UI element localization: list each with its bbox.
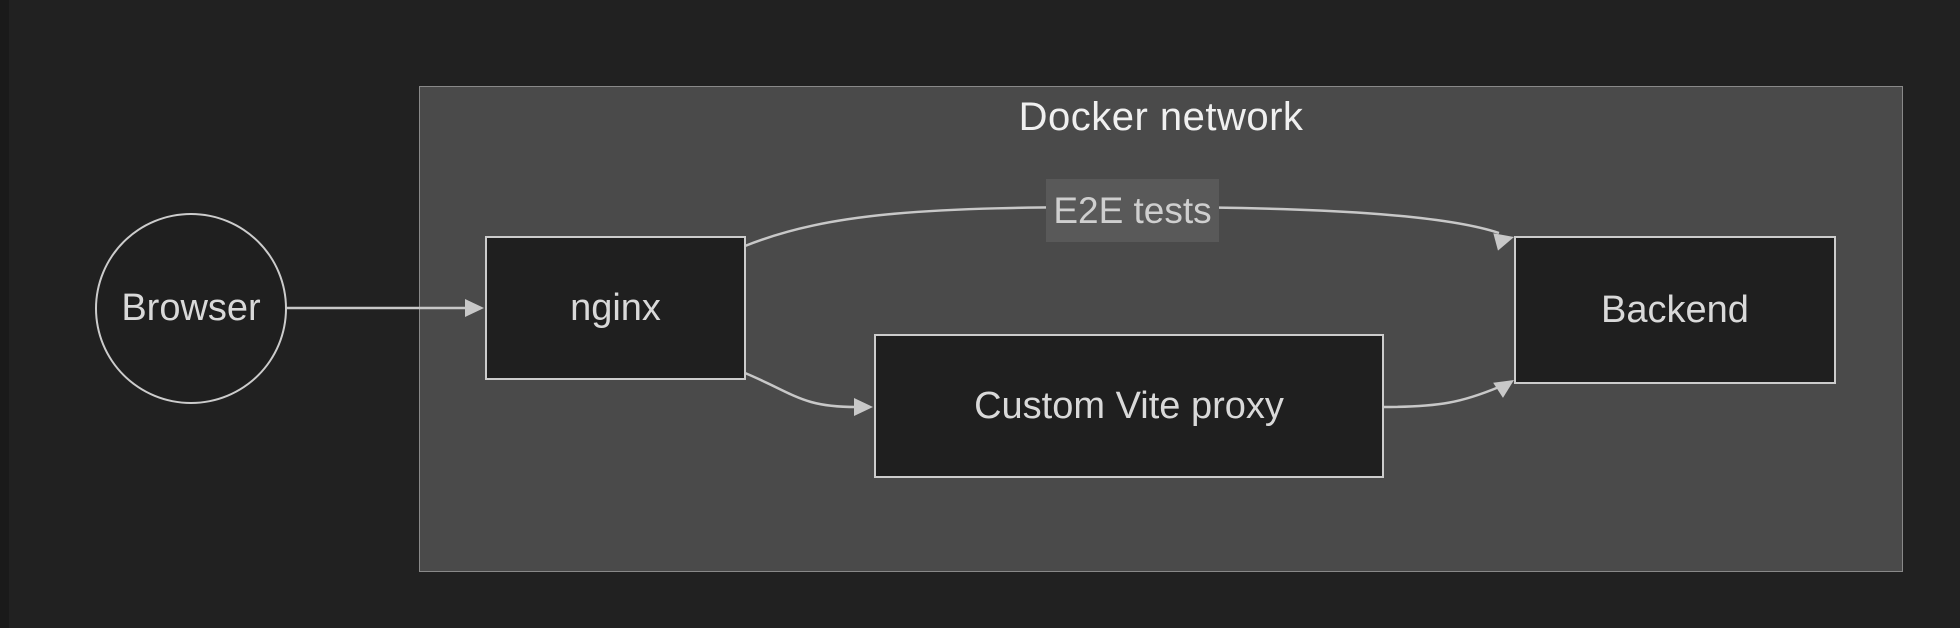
arrowhead-browser-nginx-icon bbox=[465, 299, 484, 317]
window-edge-strip bbox=[0, 0, 9, 628]
edge-nginx-vite bbox=[744, 371, 857, 409]
arrowhead-nginx-vite-icon bbox=[854, 398, 873, 416]
e2e-tests-edge-label-text: E2E tests bbox=[1053, 189, 1212, 231]
e2e-tests-edge-label: E2E tests bbox=[1046, 179, 1219, 242]
nginx-node-label: nginx bbox=[570, 286, 661, 329]
custom-vite-proxy-node-label: Custom Vite proxy bbox=[974, 384, 1284, 427]
nginx-node: nginx bbox=[485, 236, 746, 380]
backend-node-label: Backend bbox=[1601, 288, 1749, 331]
arrowhead-nginx-backend-icon bbox=[1493, 233, 1514, 251]
backend-node: Backend bbox=[1514, 236, 1836, 384]
browser-node: Browser bbox=[95, 213, 287, 404]
edge-vite-backend bbox=[1383, 385, 1500, 409]
cluster-title: Docker network bbox=[1018, 95, 1304, 139]
custom-vite-proxy-node: Custom Vite proxy bbox=[874, 334, 1384, 478]
arrowhead-vite-backend-icon bbox=[1493, 380, 1514, 398]
browser-node-label: Browser bbox=[121, 287, 261, 329]
